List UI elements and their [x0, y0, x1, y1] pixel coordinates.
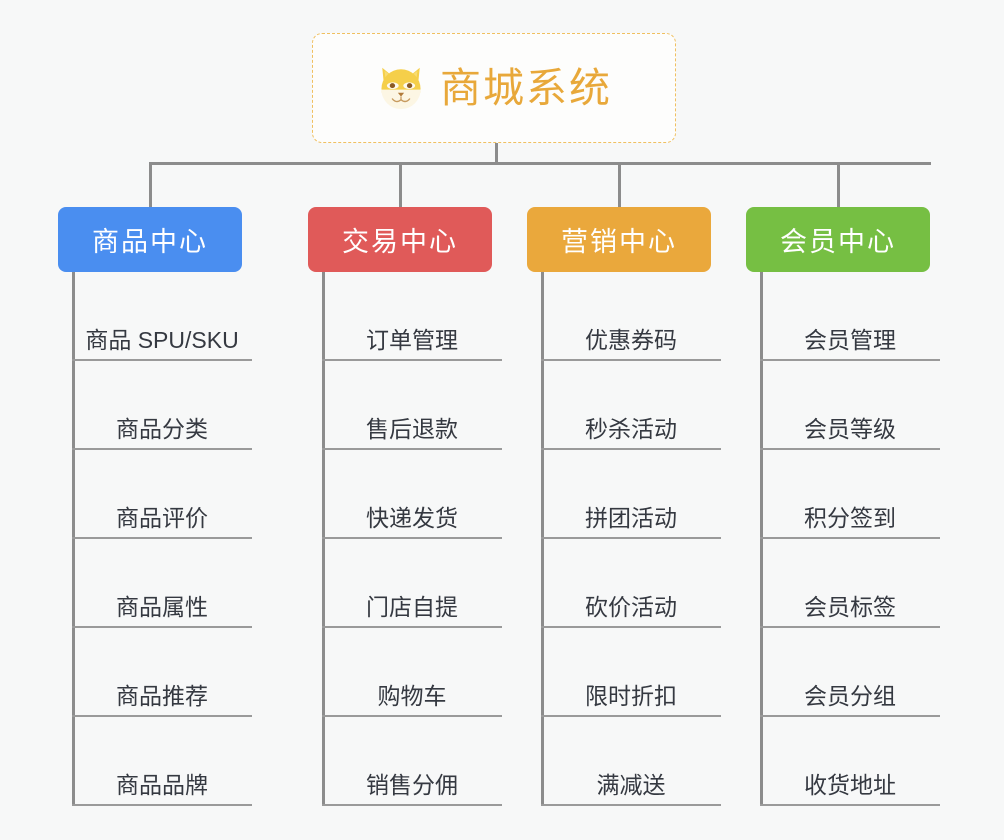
connector-horizontal-bus	[150, 162, 931, 165]
leaf-item-拼团活动[interactable]: 拼团活动	[541, 450, 721, 539]
leaf-item-会员分组[interactable]: 会员分组	[760, 628, 940, 717]
leaf-item-label: 会员分组	[804, 682, 896, 709]
leaf-item-label: 商品品牌	[116, 771, 208, 798]
leaf-item-收货地址[interactable]: 收货地址	[760, 717, 940, 806]
connector-root-stem	[495, 143, 498, 163]
leaf-item-秒杀活动[interactable]: 秒杀活动	[541, 361, 721, 450]
leaf-item-label: 快递发货	[366, 504, 458, 531]
leaf-item-限时折扣[interactable]: 限时折扣	[541, 628, 721, 717]
root-node-商城系统[interactable]: 商城系统	[312, 33, 676, 143]
category-box-会员中心[interactable]: 会员中心	[746, 207, 930, 272]
leaf-item-会员标签[interactable]: 会员标签	[760, 539, 940, 628]
leaf-item-售后退款[interactable]: 售后退款	[322, 361, 502, 450]
connector-trunk-1	[322, 272, 325, 806]
leaf-item-商品推荐[interactable]: 商品推荐	[72, 628, 252, 717]
category-box-label: 会员中心	[780, 227, 896, 257]
leaf-item-label: 拼团活动	[585, 504, 677, 531]
leaf-item-门店自提[interactable]: 门店自提	[322, 539, 502, 628]
leaf-item-订单管理[interactable]: 订单管理	[322, 272, 502, 361]
leaf-item-商品评价[interactable]: 商品评价	[72, 450, 252, 539]
leaf-item-label: 订单管理	[366, 326, 458, 353]
leaf-item-label: 会员等级	[804, 415, 896, 442]
leaf-item-label: 门店自提	[366, 593, 458, 620]
leaf-item-label: 积分签到	[804, 504, 896, 531]
leaf-item-label: 商品推荐	[116, 682, 208, 709]
connector-trunk-3	[760, 272, 763, 806]
leaf-item-label: 购物车	[377, 682, 447, 709]
leaf-item-label: 会员标签	[804, 593, 896, 620]
root-node-title: 商城系统	[440, 64, 612, 111]
leaf-item-会员等级[interactable]: 会员等级	[760, 361, 940, 450]
category-box-交易中心[interactable]: 交易中心	[308, 207, 492, 272]
leaf-item-label: 满减送	[596, 771, 666, 798]
category-box-营销中心[interactable]: 营销中心	[527, 207, 711, 272]
connector-drop-3	[836, 162, 840, 207]
connector-trunk-2	[541, 272, 544, 806]
leaf-item-label: 售后退款	[366, 415, 458, 442]
connector-trunk-0	[72, 272, 75, 806]
leaf-item-商品 SPU/SKU[interactable]: 商品 SPU/SKU	[72, 272, 252, 361]
leaf-item-满减送[interactable]: 满减送	[541, 717, 721, 806]
leaf-item-商品品牌[interactable]: 商品品牌	[72, 717, 252, 806]
shiba-dog-icon	[381, 67, 421, 110]
leaf-item-快递发货[interactable]: 快递发货	[322, 450, 502, 539]
leaf-item-label: 秒杀活动	[585, 415, 677, 442]
connector-drop-2	[617, 162, 621, 207]
leaf-item-label: 商品 SPU/SKU	[85, 326, 239, 353]
leaf-item-购物车[interactable]: 购物车	[322, 628, 502, 717]
leaf-item-优惠券码[interactable]: 优惠券码	[541, 272, 721, 361]
leaf-item-label: 优惠券码	[585, 326, 677, 353]
leaf-item-label: 商品属性	[116, 593, 208, 620]
category-box-label: 交易中心	[342, 227, 458, 257]
leaf-item-label: 销售分佣	[366, 771, 458, 798]
leaf-item-label: 商品评价	[116, 504, 208, 531]
connector-drop-1	[398, 162, 402, 207]
leaf-item-商品分类[interactable]: 商品分类	[72, 361, 252, 450]
category-box-label: 营销中心	[561, 227, 677, 257]
connector-drop-0	[148, 162, 152, 207]
leaf-item-积分签到[interactable]: 积分签到	[760, 450, 940, 539]
leaf-item-label: 收货地址	[804, 771, 896, 798]
leaf-item-商品属性[interactable]: 商品属性	[72, 539, 252, 628]
category-box-商品中心[interactable]: 商品中心	[58, 207, 242, 272]
leaf-item-label: 砍价活动	[585, 593, 677, 620]
leaf-item-销售分佣[interactable]: 销售分佣	[322, 717, 502, 806]
category-box-label: 商品中心	[92, 227, 208, 257]
leaf-item-会员管理[interactable]: 会员管理	[760, 272, 940, 361]
leaf-item-label: 会员管理	[804, 326, 896, 353]
leaf-item-label: 限时折扣	[585, 682, 677, 709]
leaf-item-label: 商品分类	[116, 415, 208, 442]
leaf-item-砍价活动[interactable]: 砍价活动	[541, 539, 721, 628]
